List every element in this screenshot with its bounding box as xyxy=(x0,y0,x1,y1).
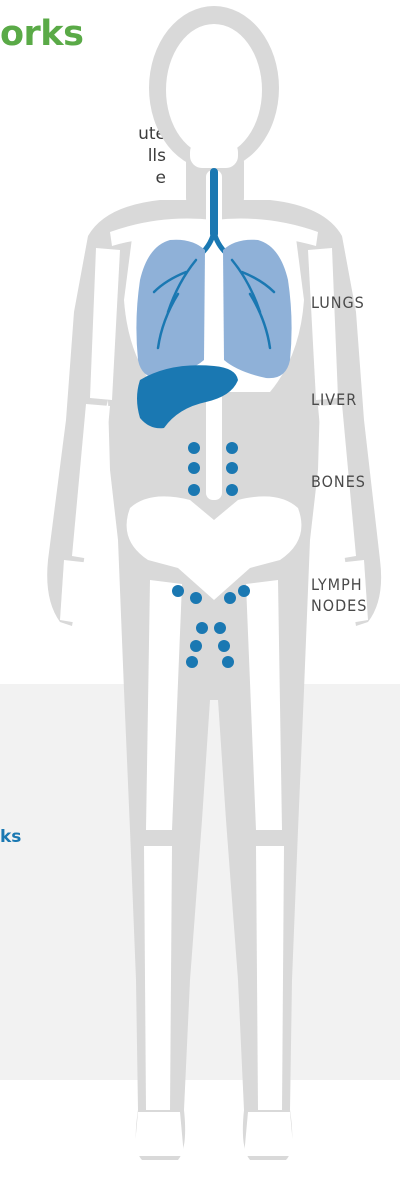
lymph-dot xyxy=(172,585,184,597)
lymph-dot xyxy=(214,622,226,634)
label-lymph: LYMPH xyxy=(311,575,363,594)
bone-dot xyxy=(226,462,238,474)
label-liver: LIVER xyxy=(311,390,357,409)
lymph-dot xyxy=(222,656,234,668)
bone-dot xyxy=(226,484,238,496)
left-shin xyxy=(144,846,172,1110)
lymph-dot xyxy=(224,592,236,604)
right-foot xyxy=(244,1112,294,1156)
bone-dot xyxy=(188,442,200,454)
lymph-dot xyxy=(218,640,230,652)
lymph-dot xyxy=(186,656,198,668)
bone-dot xyxy=(226,442,238,454)
lymph-dot xyxy=(190,640,202,652)
right-shin xyxy=(256,846,284,1110)
lymph-dot xyxy=(196,622,208,634)
jaw xyxy=(190,140,238,168)
label-lungs: LUNGS xyxy=(311,293,365,312)
bone-dot xyxy=(188,484,200,496)
left-foot xyxy=(134,1112,184,1156)
lymph-dot xyxy=(190,592,202,604)
lymph-dot xyxy=(238,585,250,597)
skull xyxy=(166,24,262,156)
label-nodes: NODES xyxy=(311,596,367,615)
label-bones: BONES xyxy=(311,472,366,491)
left-hand xyxy=(60,560,100,626)
bone-dot xyxy=(188,462,200,474)
